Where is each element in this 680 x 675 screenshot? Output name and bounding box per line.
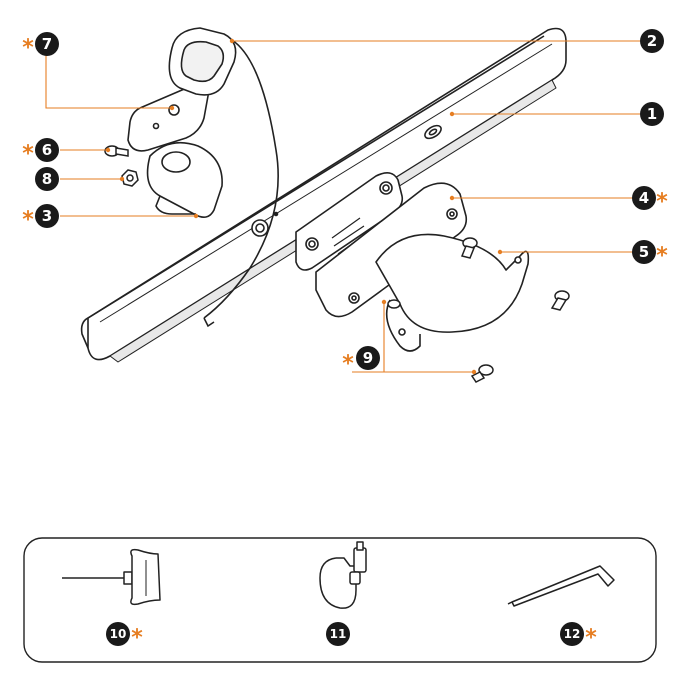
callout-6: * 6 <box>22 138 59 167</box>
callout-4-asterisk: * <box>656 190 668 215</box>
callout-2-number: 2 <box>647 32 657 50</box>
accessory-11-label: 11 <box>326 622 350 646</box>
accessories-box <box>23 537 657 663</box>
callout-9-asterisk: * <box>342 352 354 377</box>
callout-7-number: 7 <box>42 35 52 53</box>
usb-c-cable-icon <box>319 541 367 609</box>
callout-3-number: 3 <box>42 207 52 225</box>
callout-9-number: 9 <box>363 349 373 367</box>
leader-dots <box>105 38 503 375</box>
callout-1: 1 <box>640 102 664 126</box>
accessory-10-label: 10 * <box>106 622 143 651</box>
loose-screws <box>387 237 570 383</box>
accessory-10-number: 10 <box>110 627 127 641</box>
callout-5-number: 5 <box>639 243 649 261</box>
screw-part-6 <box>104 145 129 157</box>
callout-2: 2 <box>640 29 664 53</box>
callout-5: 5 * <box>632 240 668 269</box>
t-handle-hex-key-icon <box>62 548 161 606</box>
accessory-12-label: 12 * <box>560 622 597 651</box>
accessory-12-number: 12 <box>564 627 581 641</box>
nut-part-8 <box>121 169 139 187</box>
remote-cable <box>203 39 279 319</box>
callout-4-number: 4 <box>639 189 649 207</box>
callout-3-asterisk: * <box>22 208 34 233</box>
accessory-11-number: 11 <box>330 627 347 641</box>
remote-mount <box>127 27 237 218</box>
callout-7: * 7 <box>22 32 59 61</box>
callout-6-asterisk: * <box>22 142 34 167</box>
callout-3: * 3 <box>22 204 59 233</box>
callout-8-number: 8 <box>42 170 52 188</box>
callout-8: 8 <box>35 167 59 191</box>
accessory-10-asterisk: * <box>131 626 143 651</box>
callout-4: 4 * <box>632 186 668 215</box>
clamp-bracket <box>295 172 530 352</box>
callout-5-asterisk: * <box>656 244 668 269</box>
leader-lines <box>45 40 640 373</box>
callout-6-number: 6 <box>42 141 52 159</box>
callout-7-asterisk: * <box>22 36 34 61</box>
callout-9: * 9 <box>342 346 380 377</box>
l-hex-key-icon <box>507 565 615 607</box>
callout-1-number: 1 <box>647 105 657 123</box>
accessory-12-asterisk: * <box>585 626 597 651</box>
